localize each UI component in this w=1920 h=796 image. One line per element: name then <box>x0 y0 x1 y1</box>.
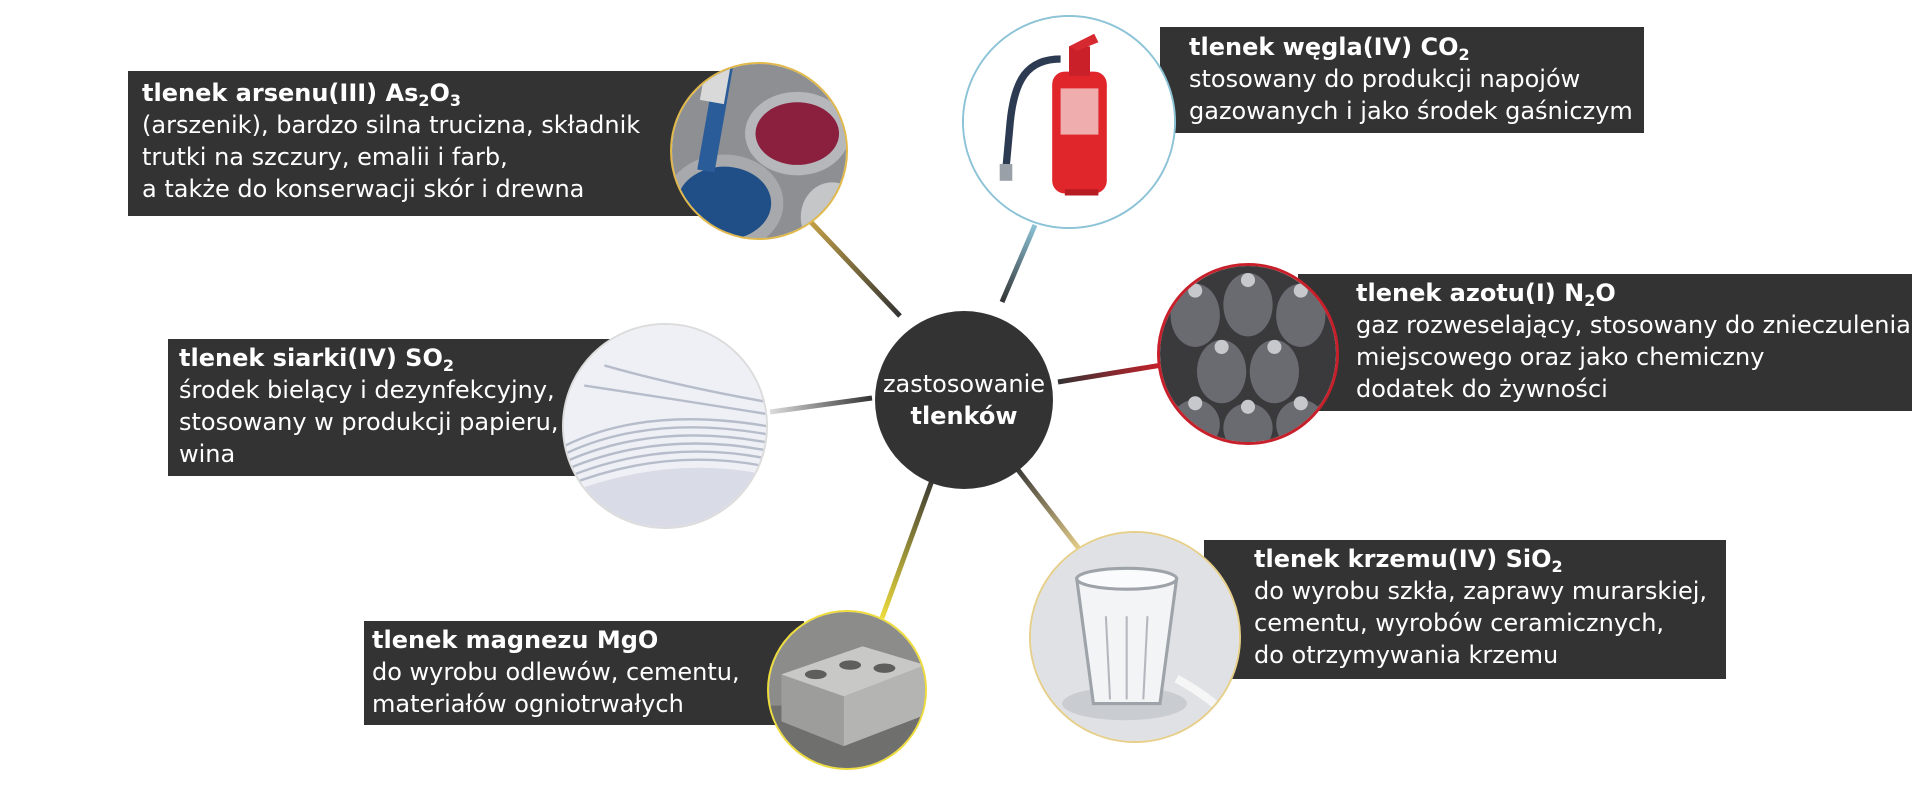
desc-arsen-line-1: (arszenik), bardzo silna trucizna, skład… <box>142 111 641 139</box>
desc-n2o-line-1: gaz rozweselający, stosowany do znieczul… <box>1356 311 1911 339</box>
desc-mgo-line-2: materiałów ogniotrwałych <box>372 690 684 718</box>
connector-n2o <box>1057 362 1163 385</box>
drinking-glass-image <box>1029 531 1241 743</box>
desc-arsen-line-3: a także do konserwacji skór i drewna <box>142 175 585 203</box>
title-so2: tlenek siarki(IV) SO2 <box>179 344 455 375</box>
box-n2o: tlenek azotu(I) N2O gaz rozweselający, s… <box>1298 274 1912 411</box>
connector-co2 <box>999 224 1038 303</box>
box-mgo: tlenek magnezu MgO do wyrobu odlewów, ce… <box>364 621 804 725</box>
paint-cans-image <box>670 62 848 240</box>
desc-sio2-line-3: do otrzymywania krzemu <box>1254 641 1559 669</box>
connector-mgo <box>879 474 937 619</box>
title-arsen: tlenek arsenu(III) As2O3 <box>142 79 462 110</box>
title-co2: tlenek węgla(IV) CO2 <box>1189 33 1470 64</box>
desc-so2-line-2: stosowany w produkcji papieru, <box>179 408 559 436</box>
title-sio2: tlenek krzemu(IV) SiO2 <box>1254 545 1563 576</box>
box-co2: tlenek węgla(IV) CO2 stosowany do produk… <box>1160 27 1644 133</box>
title-n2o: tlenek azotu(I) N2O <box>1356 279 1616 310</box>
connector-so2 <box>769 395 873 415</box>
connector-sio2 <box>1013 464 1082 552</box>
desc-co2-line-1: stosowany do produkcji napojów <box>1189 65 1581 93</box>
concrete-block-image <box>767 610 927 770</box>
desc-sio2-line-1: do wyrobu szkła, zaprawy murarskiej, <box>1254 577 1707 605</box>
desc-so2-line-3: wina <box>179 440 236 468</box>
desc-co2-line-2: gazowanych i jako środek gaśniczym <box>1189 97 1633 125</box>
title-mgo: tlenek magnezu MgO <box>372 626 659 654</box>
fire-extinguisher-image <box>962 15 1176 229</box>
paper-stack-image <box>562 323 768 529</box>
gas-cartridges-image <box>1157 263 1339 445</box>
center-hub-line-2: tlenków <box>910 402 1018 430</box>
desc-so2-line-1: środek bielący i dezynfekcyjny, <box>179 376 555 404</box>
desc-n2o-line-3: dodatek do żywności <box>1356 375 1608 403</box>
desc-sio2-line-2: cementu, wyrobów ceramicznych, <box>1254 609 1665 637</box>
box-sio2: tlenek krzemu(IV) SiO2 do wyrobu szkła, … <box>1204 540 1726 679</box>
box-arsen: tlenek arsenu(III) As2O3 (arszenik), bar… <box>128 71 720 216</box>
center-hub: zastosowanie tlenków <box>875 311 1053 489</box>
desc-n2o-line-2: miejscowego oraz jako chemiczny <box>1356 343 1765 371</box>
desc-arsen-line-2: trutki na szczury, emalii i farb, <box>142 143 508 171</box>
center-hub-line-1: zastosowanie <box>882 370 1046 398</box>
desc-mgo-line-1: do wyrobu odlewów, cementu, <box>372 658 740 686</box>
